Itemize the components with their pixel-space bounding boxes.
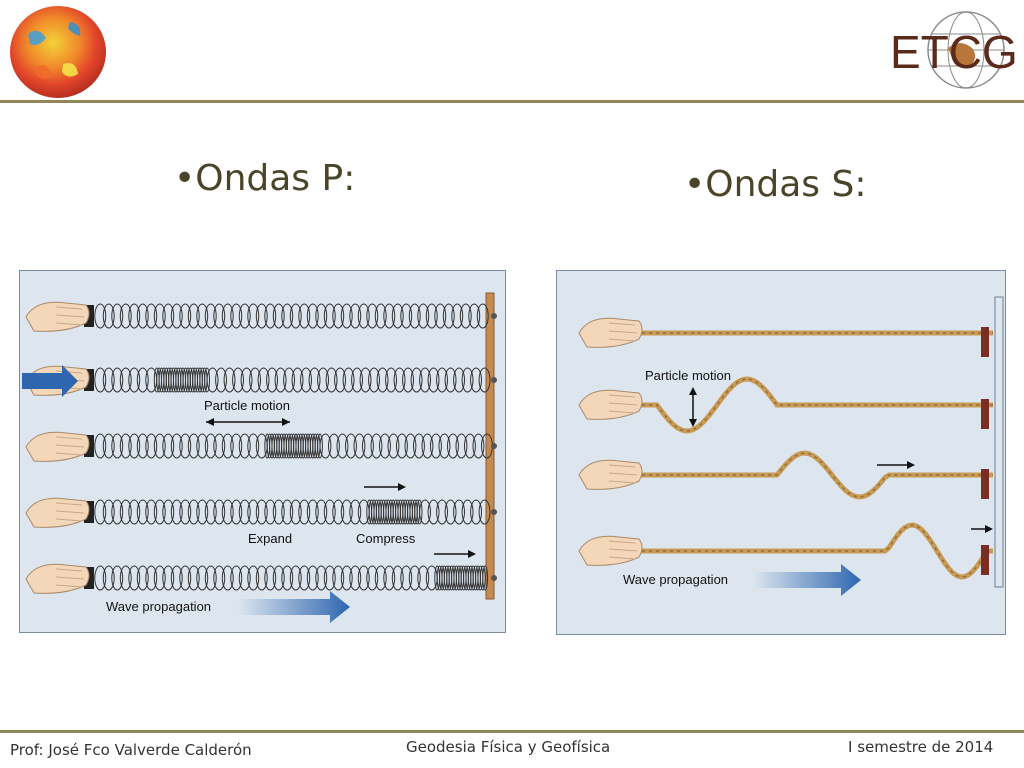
footer-semester: I semestre de 2014 [848, 738, 994, 756]
hand-icon [578, 317, 643, 348]
etcg-logo-text: ETCG [890, 26, 1018, 78]
hand-icon [25, 563, 90, 594]
rope [621, 376, 993, 434]
footer-rule [0, 730, 1024, 733]
spring [84, 433, 497, 459]
p-wave-propagation-label: Wave propagation [106, 599, 211, 614]
p-wave-diagram: Particle motion Expand Compress Wave pro… [19, 270, 506, 633]
rope [621, 522, 993, 580]
spring [84, 565, 497, 591]
s-wave-propagation-label: Wave propagation [623, 572, 728, 587]
header-rule [0, 100, 1024, 103]
etcg-logo: ETCG [888, 8, 1020, 96]
rope [621, 450, 993, 500]
p-particle-motion-label: Particle motion [204, 398, 290, 413]
spring [84, 499, 497, 525]
footer-course: Geodesia Física y Geofísica [406, 738, 611, 756]
spring [84, 303, 497, 329]
hand-icon [578, 535, 643, 566]
hand-icon [25, 497, 90, 528]
spring [84, 367, 497, 393]
s-particle-motion-label: Particle motion [645, 368, 731, 383]
hand-icon [578, 389, 643, 420]
rope [621, 327, 993, 357]
s-wave-diagram: Particle motion Wave propagation [556, 270, 1006, 635]
incoming-wave-arrow [22, 365, 78, 397]
p-wave-propagation-arrow [238, 591, 350, 623]
footer-author: Prof: José Fco Valverde Calderón [10, 741, 252, 759]
p-compress-label: Compress [356, 531, 416, 546]
hand-icon [25, 431, 90, 462]
title-p-waves: •Ondas P: [174, 158, 356, 199]
hand-icon [25, 301, 90, 332]
geoid-logo [8, 4, 108, 100]
title-s-waves: •Ondas S: [684, 164, 867, 205]
hand-icon [578, 459, 643, 490]
s-wave-propagation-arrow [753, 564, 861, 596]
p-expand-label: Expand [248, 531, 292, 546]
